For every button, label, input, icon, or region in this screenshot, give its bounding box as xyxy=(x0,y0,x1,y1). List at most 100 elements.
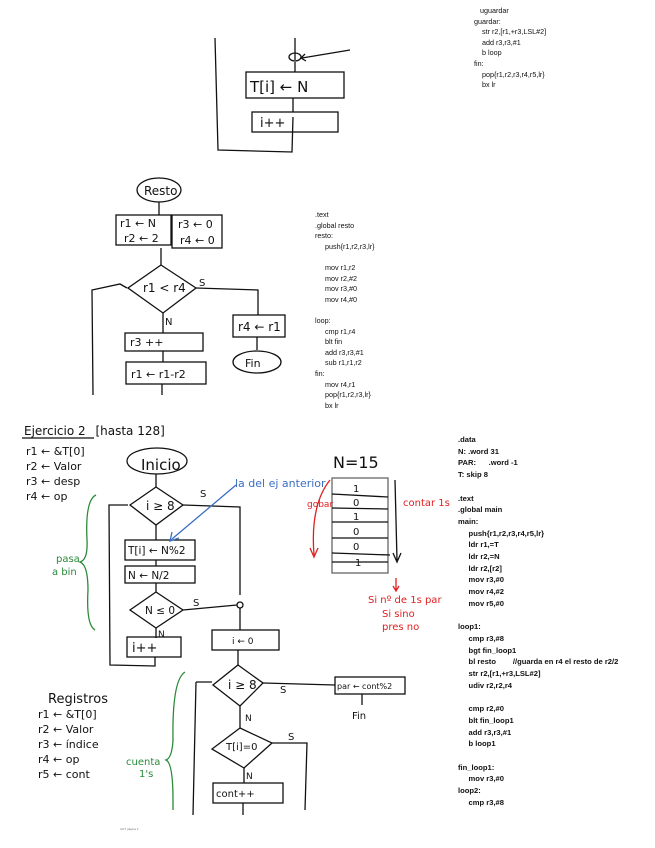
code-line: pop{r1,r2,r3,r4,r5,lr} xyxy=(472,69,545,79)
resto-condition-text: r1 < r4 xyxy=(143,281,186,295)
top-flowchart: T[i] ← N i++ xyxy=(214,37,351,153)
ej2-reg-1: r1 ← &T[0] xyxy=(26,445,85,458)
box-par xyxy=(334,676,406,695)
code-line: resto: xyxy=(315,231,333,241)
code-line: bl resto //guarda en r4 el resto de r2/2 xyxy=(458,657,619,667)
registros-item-2: r2 ← Valor xyxy=(38,723,94,736)
code-line: mov r4,r1 xyxy=(315,379,356,389)
resto-step1-text: r3 ++ xyxy=(130,336,163,349)
bit-0: 1 xyxy=(353,484,359,495)
code-line: b loop xyxy=(472,48,502,58)
result-arrow xyxy=(392,578,400,593)
code-line: push{r1,r2,r3,r4,r5,lr} xyxy=(458,528,545,538)
code-line: cmp r3,#8 xyxy=(458,633,505,643)
blue-note-arrow: la del ej anterior xyxy=(169,477,326,542)
box-reset-text: i ← 0 xyxy=(232,637,254,647)
cond4-yes-line xyxy=(272,742,308,811)
box-div xyxy=(124,565,196,584)
code-line: add r3,r3,#1 xyxy=(458,727,512,737)
junction xyxy=(288,52,302,62)
cond4-no-label: N xyxy=(246,772,253,782)
box-reset xyxy=(211,629,280,651)
abin-note: a bin xyxy=(52,567,77,578)
resto-step2-text: r1 ← r1-r2 xyxy=(131,368,186,381)
ej2-reg-2: r2 ← Valor xyxy=(26,460,82,473)
box-count-text: cont++ xyxy=(216,789,255,800)
code-line: cmp r2,#0 xyxy=(458,704,505,714)
init-left-box xyxy=(115,214,172,246)
ej2-regs: r1 ← &T[0] r2 ← Valor r3 ← desp r4 ← op xyxy=(26,444,85,504)
code-line: cmp r1,r4 xyxy=(315,326,356,336)
page-footer: AOT página 2 xyxy=(120,827,139,831)
ej2-reg-4: r4 ← op xyxy=(26,490,68,503)
bit-5: 1 xyxy=(355,558,361,569)
code-line: cmp r3,#8 xyxy=(458,797,505,807)
cond3-yes-line xyxy=(262,682,336,686)
cond2-yes-label: S xyxy=(193,598,199,609)
code-line: fin_loop1: xyxy=(458,762,495,772)
box-mod-text: T[i] ← N%2 xyxy=(127,545,186,557)
cond3-no-label: N xyxy=(245,714,252,724)
code-line: sub r1,r1,r2 xyxy=(315,358,362,368)
ej2-loop-back xyxy=(108,504,156,667)
registros-item-1: r1 ← &T[0] xyxy=(38,708,97,721)
blue-note-text: la del ej anterior xyxy=(235,477,326,490)
bit-1: 0 xyxy=(353,498,359,509)
code-line: push{r1,r2,r3,lr} xyxy=(315,241,375,251)
cond2-text: N ≤ 0 xyxy=(145,605,175,617)
code-line: fin: xyxy=(315,368,325,378)
code-line: add r3,r3,#1 xyxy=(315,347,364,357)
junction-2 xyxy=(236,601,244,609)
code-line: bgt fin_loop1 xyxy=(458,645,517,655)
brace-pasa-bin xyxy=(77,494,97,631)
ejercicio2-title: Ejercicio 2 [hasta 128] xyxy=(24,424,165,438)
code-line: pop{r1,r2,r3,lr} xyxy=(315,390,371,400)
code-line: ldr r1,=T xyxy=(458,540,499,550)
code-line: .text xyxy=(315,210,329,219)
code-line: loop2: xyxy=(458,786,481,796)
code-line: bx lr xyxy=(472,80,496,90)
init-right-box xyxy=(171,214,223,249)
code-line: str r2,[r1,+r3,LSL#2] xyxy=(458,669,541,679)
resto-yes-box-text: r4 ← r1 xyxy=(238,320,281,334)
code-line: blt fin_loop1 xyxy=(458,715,514,725)
registros-block: Registros r1 ← &T[0] r2 ← Valor r3 ← índ… xyxy=(38,692,108,782)
code-line: bx lr xyxy=(315,400,339,410)
resto-yes-box xyxy=(232,314,286,338)
code-line: ldr r2,=N xyxy=(458,552,500,562)
bottom-note-1: Si nº de 1s par xyxy=(368,595,442,606)
code-line: T: skip 8 xyxy=(458,470,488,480)
registros-title: Registros xyxy=(48,692,108,707)
cuenta-note: cuenta xyxy=(126,757,160,768)
code-line: mov r1,r2 xyxy=(315,262,356,272)
box-t-i-n xyxy=(245,71,345,99)
box-mod xyxy=(124,539,196,561)
code-line: mov r2,#2 xyxy=(315,273,357,283)
code-line: udiv r2,r2,r4 xyxy=(458,680,513,690)
resto-step1-box xyxy=(124,332,204,352)
code-line: ldr r2,[r2] xyxy=(458,563,502,573)
brace-cuenta xyxy=(164,671,186,810)
init-r1: r1 ← N xyxy=(120,217,156,230)
ej2-loop2-back xyxy=(192,681,212,816)
code-line: PAR: .word -1 xyxy=(458,458,518,468)
resto-end xyxy=(232,350,282,374)
top-box2-text: i++ xyxy=(260,116,285,131)
code-block-top: uguardar guardar: str r2,[r1,+r3,LSL#2] … xyxy=(472,6,546,91)
code-line: .global resto xyxy=(315,220,355,230)
resto-start-text: Resto xyxy=(144,184,177,198)
left-note: gobar xyxy=(307,500,333,510)
cond4-yes-label: S xyxy=(288,732,294,743)
bottom-note-2: Si sino xyxy=(382,609,415,620)
init-r4: r4 ← 0 xyxy=(180,234,215,247)
resto-no-label: N xyxy=(165,317,172,328)
pasa-note: pasa xyxy=(56,554,80,565)
code-line: b loop1 xyxy=(458,739,496,749)
code-line: main: xyxy=(458,516,479,526)
count-arrow xyxy=(392,479,402,564)
resto-flowchart: Resto r1 ← N r2 ← 2 r3 ← 0 r4 ← 0 r1 < r… xyxy=(91,177,286,396)
registros-item-4: r4 ← op xyxy=(38,753,80,766)
ejercicio2-flowchart: Inicio i ≥ 8 T[i] ← N%2 N ← N/2 N ≤ 0 i+… xyxy=(22,437,406,816)
